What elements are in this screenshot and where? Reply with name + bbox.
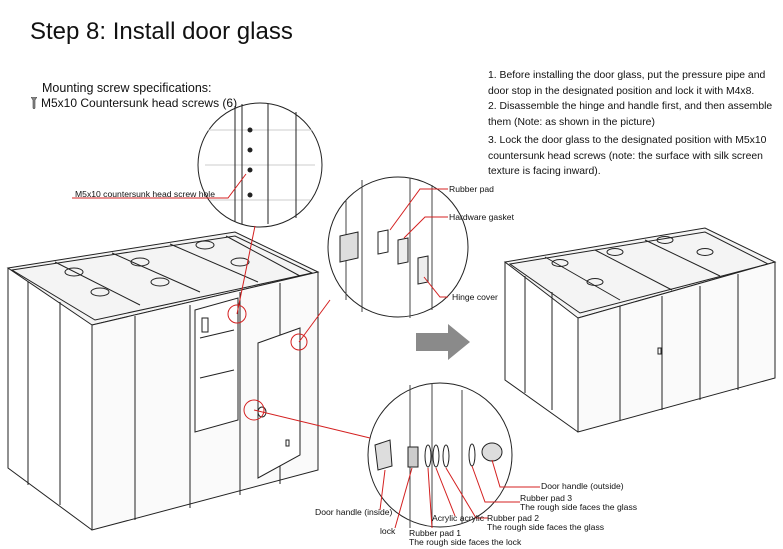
page-title: Step 8: Install door glass — [30, 18, 293, 45]
label-handle-outside: Door handle (outside) — [541, 481, 624, 491]
label-lock: lock — [380, 526, 396, 536]
label-hardware-gasket: Hardware gasket — [449, 212, 514, 222]
zoom-handle — [253, 382, 540, 529]
instruction-3: 3. Lock the door glass to the designated… — [488, 135, 767, 177]
zoom-hinge — [298, 176, 469, 343]
booth-left — [6, 231, 320, 531]
label-rubber-pad-3: Rubber pad 3 — [520, 493, 573, 503]
label-rubber-pad-2: Rubber pad 2 — [487, 513, 540, 523]
label-acrylic: Acrylic acrylic — [432, 513, 485, 523]
instruction-2: 2. Disassemble the hinge and handle firs… — [488, 101, 773, 128]
label-screw-hole: M5x10 countersunk head screw hole — [75, 189, 215, 199]
mounting-item: M5x10 Countersunk head screws (6) — [31, 96, 237, 110]
screw-icon — [31, 97, 37, 109]
label-rough-glass-3: The rough side faces the glass — [520, 502, 638, 512]
arrow-icon — [416, 324, 470, 360]
label-rough-lock-1: The rough side faces the lock — [409, 537, 522, 547]
mounting-heading: Mounting screw specifications: — [42, 81, 212, 95]
mounting-item-text: M5x10 Countersunk head screws (6) — [41, 96, 238, 110]
label-rubber-pad-1: Rubber pad 1 — [409, 528, 462, 538]
zoom-screw-hole — [72, 102, 323, 315]
label-rubber-pad: Rubber pad — [449, 184, 494, 194]
instruction-1: 1. Before installing the door glass, put… — [488, 70, 766, 97]
label-handle-inside: Door handle (inside) — [315, 507, 393, 517]
booth-right — [503, 227, 777, 433]
label-hinge-cover: Hinge cover — [452, 292, 498, 302]
label-rough-glass-2: The rough side faces the glass — [487, 522, 605, 532]
